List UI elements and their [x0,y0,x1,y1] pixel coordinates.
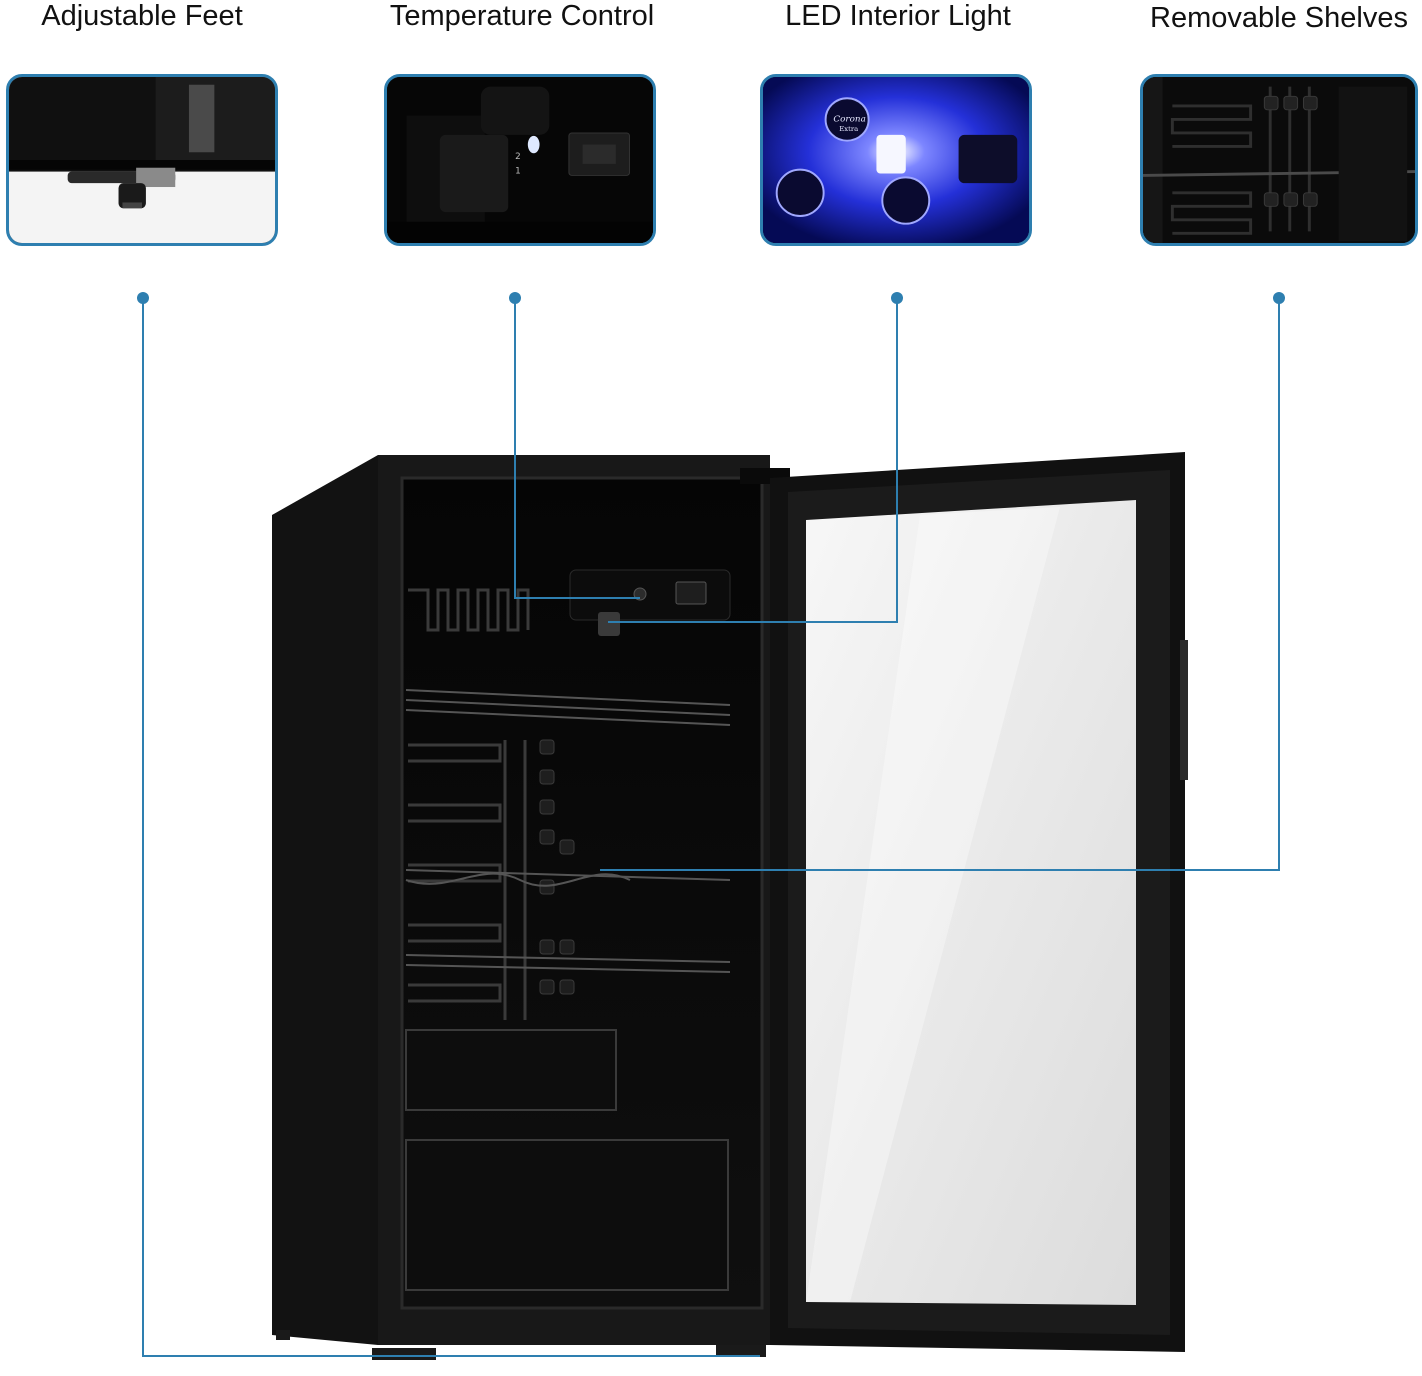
callout-dot-shelves [1273,292,1285,304]
knob-number-1: 1 [515,167,521,177]
wire-shelf-middle [405,869,731,887]
callout-line-temperature [514,298,640,599]
door-handle [1180,640,1188,780]
front-foot-left [372,1348,436,1360]
led-light-bar [598,612,620,636]
bottle-cap-sub: Extra [839,125,858,133]
wire-shelf-top [405,689,731,726]
adjustable-feet-photo [6,74,278,246]
temperature-control-photo: 2 1 [384,74,656,246]
light-switch [675,581,707,605]
removable-shelves-photo [1140,74,1418,246]
callout-dots [137,292,1285,304]
feature-title-led-interior-light: LED Interior Light [785,0,1011,32]
callout-dot-temperature [509,292,521,304]
feature-title-removable-shelves: Removable Shelves [1150,2,1408,34]
evaporator-tubes [539,739,575,995]
rear-foot [276,1330,290,1340]
led-light-photo: Corona Extra [760,74,1032,246]
callout-dot-feet [137,292,149,304]
feature-title-temperature-control: Temperature Control [389,0,655,32]
feature-title-adjustable-feet: Adjustable Feet [41,0,243,32]
front-foot-right [716,1345,766,1357]
callout-lines [142,298,1280,1357]
knob-number-2: 2 [515,152,521,162]
fridge-side-panel [272,455,378,1345]
wire-shelf-lower [405,954,731,973]
bottom-tray [405,1029,729,1291]
callout-line-feet [142,298,760,1357]
callout-line-led [608,298,898,623]
bottle-cap-brand: Corona [833,114,865,124]
callout-line-shelves [600,298,1280,871]
door-glass [806,500,1136,1305]
callout-dot-led [891,292,903,304]
